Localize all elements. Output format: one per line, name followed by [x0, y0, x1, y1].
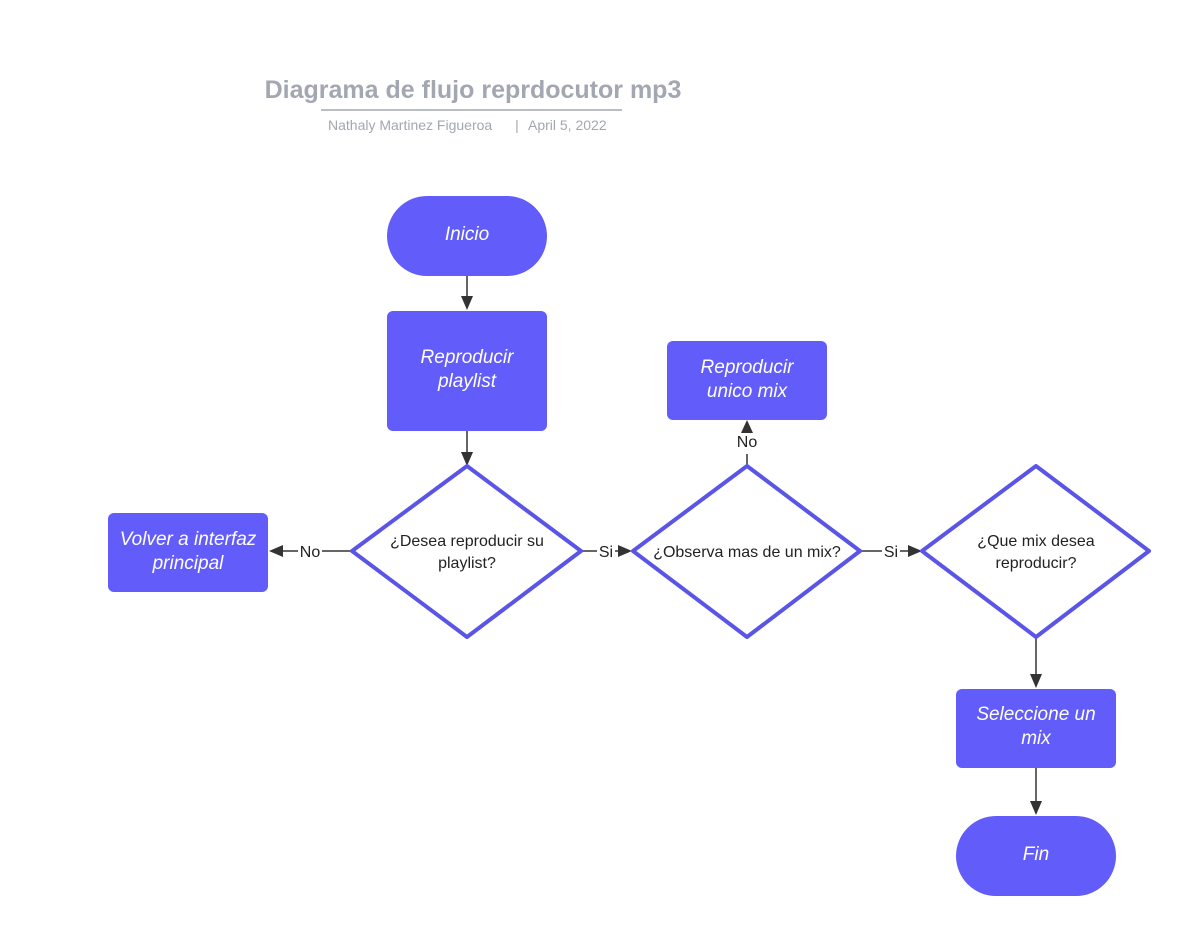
connector-desea-to-volver: [269, 545, 352, 557]
node-seleccione-mix[interactable]: Seleccione un mix: [956, 689, 1116, 768]
edge-label-desea-si: Si: [599, 544, 613, 561]
node-inicio[interactable]: Inicio: [387, 196, 547, 276]
node-reproducir-unico[interactable]: Reproducir unico mix: [667, 341, 827, 420]
edge-label-observa-si: Si: [884, 544, 898, 561]
process-shape: [387, 311, 547, 431]
decision-shape: [631, 464, 862, 639]
connector-reproducir-to-desea: [461, 431, 473, 466]
node-reproducir-playlist-line2: playlist: [437, 371, 497, 392]
node-volver-interfaz[interactable]: Volver a interfaz principal: [108, 513, 268, 592]
node-que-mix[interactable]: ¿Que mix desea reproducir?: [920, 464, 1151, 639]
node-reproducir-unico-line1: Reproducir: [701, 357, 795, 378]
node-desea-reproducir[interactable]: ¿Desea reproducir su playlist?: [350, 464, 583, 639]
node-seleccione-mix-line1: Seleccione un: [976, 704, 1095, 725]
node-observa-mix-label: ¿Observa mas de un mix?: [653, 544, 841, 561]
node-desea-reproducir-line1: ¿Desea reproducir su: [390, 533, 544, 550]
connector-seleccione-to-fin: [1030, 768, 1042, 815]
node-volver-interfaz-line1: Volver a interfaz: [120, 529, 257, 550]
decision-shape: [350, 464, 583, 639]
diagram-date: April 5, 2022: [528, 117, 607, 133]
node-inicio-label: Inicio: [445, 224, 489, 245]
node-reproducir-unico-line2: unico mix: [707, 381, 789, 402]
process-shape: [956, 689, 1116, 768]
edge-label-observa-no: No: [737, 434, 758, 451]
terminator-shape: [956, 816, 1116, 896]
edge-label-desea-no: No: [300, 544, 321, 561]
connector-que-mix-to-seleccione: [1030, 637, 1042, 688]
node-seleccione-mix-line2: mix: [1021, 728, 1052, 749]
diagram-author: Nathaly Martinez Figueroa: [328, 117, 492, 133]
node-fin[interactable]: Fin: [956, 816, 1116, 896]
diagram-title: Diagrama de flujo reprdocutor mp3: [265, 76, 682, 104]
header-separator: |: [515, 117, 519, 133]
node-observa-mix[interactable]: ¿Observa mas de un mix?: [631, 464, 862, 639]
node-que-mix-line2: reproducir?: [996, 555, 1077, 572]
connector-desea-to-observa: [581, 545, 632, 557]
node-que-mix-line1: ¿Que mix desea: [977, 533, 1094, 550]
node-reproducir-playlist[interactable]: Reproducir playlist: [387, 311, 547, 431]
connector-observa-to-que-mix: [860, 545, 922, 557]
terminator-shape: [387, 196, 547, 276]
decision-shape: [920, 464, 1151, 639]
node-reproducir-playlist-line1: Reproducir: [421, 347, 515, 368]
process-shape: [667, 341, 827, 420]
connector-inicio-to-reproducir: [461, 276, 473, 310]
node-fin-label: Fin: [1023, 844, 1049, 865]
node-volver-interfaz-line2: principal: [152, 553, 225, 574]
process-shape: [108, 513, 268, 592]
node-desea-reproducir-line2: playlist?: [438, 555, 496, 572]
